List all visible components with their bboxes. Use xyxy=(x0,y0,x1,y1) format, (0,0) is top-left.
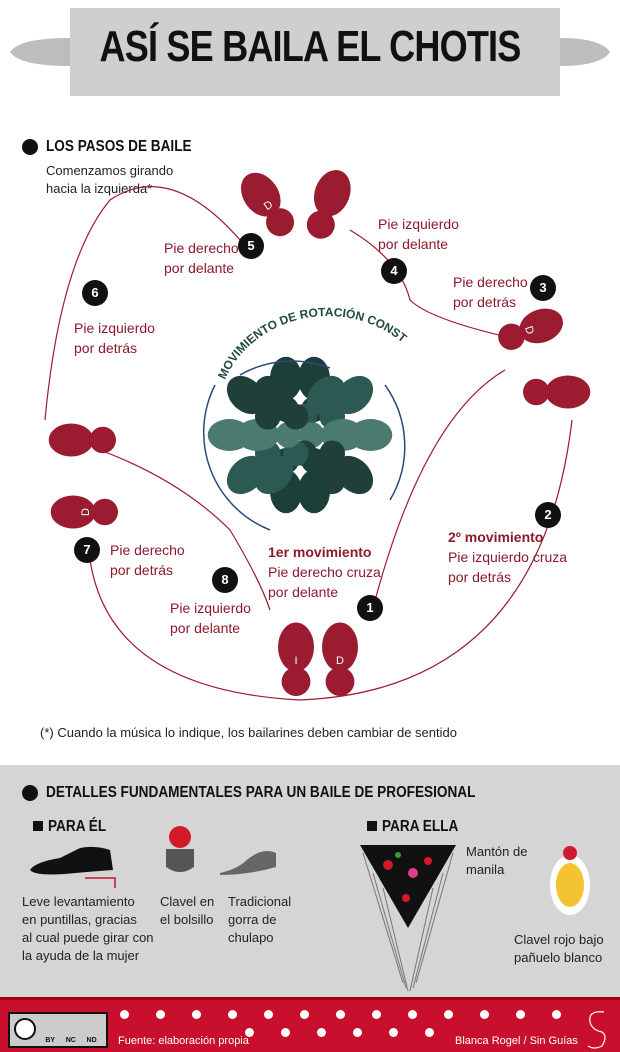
her-item-shawl: Mantón de manila xyxy=(466,844,528,877)
cc-icon xyxy=(14,1018,36,1040)
details-section: DETALLES FUNDAMENTALES PARA UN BAILE DE … xyxy=(0,765,620,997)
polka-dot xyxy=(300,1010,309,1019)
shoe-icon xyxy=(30,846,116,888)
step-5-label: Pie derecho por delante xyxy=(164,240,239,276)
step-number-2: 2 xyxy=(535,502,561,528)
polka-dot xyxy=(264,1010,273,1019)
polka-dot xyxy=(480,1010,489,1019)
rotation-arc xyxy=(202,384,271,531)
path-lines xyxy=(44,186,573,701)
step-7-label: Pie derecho por detrás xyxy=(110,542,185,578)
him-item-carnation: Clavel en el bolsillo xyxy=(160,894,215,927)
polka-dot xyxy=(353,1028,362,1037)
intro-text: Comenzamos girando hacia la izquierda* xyxy=(46,163,174,196)
polka-dot xyxy=(336,1010,345,1019)
polka-dot xyxy=(552,1010,561,1019)
step-6-label: Pie izquierdo por detrás xyxy=(74,320,155,356)
step-number-8: 8 xyxy=(212,567,238,593)
footprint xyxy=(48,423,116,457)
polka-dot xyxy=(389,1028,398,1037)
step-3-label: Pie derecho por detrás xyxy=(453,274,528,310)
rotation-footprints xyxy=(207,356,393,514)
svg-text:D: D xyxy=(80,508,92,516)
footprint: I xyxy=(278,622,314,696)
him-heading: PARA ÉL xyxy=(48,818,107,835)
polka-dot xyxy=(228,1010,237,1019)
svg-text:I: I xyxy=(294,655,297,667)
polka-dot xyxy=(156,1010,165,1019)
carnation-pocket-icon xyxy=(166,826,194,872)
license-nc: NC xyxy=(65,1037,76,1044)
sin-guias-logo xyxy=(587,1011,606,1049)
footprint: D xyxy=(498,308,563,350)
polka-dot xyxy=(192,1010,201,1019)
step-number-3: 3 xyxy=(530,275,556,301)
step-number-7: 7 xyxy=(74,537,100,563)
footprints: D D D I D xyxy=(48,170,591,696)
polka-dot xyxy=(372,1010,381,1019)
manton-shawl-icon xyxy=(360,845,456,992)
svg-text:D: D xyxy=(522,325,536,337)
step-number-1: 1 xyxy=(357,595,383,621)
footprint: D xyxy=(50,495,118,529)
footprint: D xyxy=(240,172,295,237)
woman-head-icon xyxy=(550,846,590,915)
license-by: BY xyxy=(45,1037,56,1044)
source-text: Fuente: elaboración propia xyxy=(118,1035,249,1047)
her-item-carnation: Clavel rojo bajo pañuelo blanco xyxy=(514,932,604,965)
cc-license-badge[interactable]: BY NC ND xyxy=(8,1012,108,1048)
steps-heading: LOS PASOS DE BAILE xyxy=(46,138,192,155)
footprint xyxy=(254,375,309,430)
details-heading: DETALLES FUNDAMENTALES PARA UN BAILE DE … xyxy=(46,784,476,801)
footprint xyxy=(523,375,591,409)
square-bullet-icon xyxy=(33,821,43,831)
step-number-5: 5 xyxy=(238,233,264,259)
footnote: (*) Cuando la música lo indique, los bai… xyxy=(40,725,457,740)
footprint xyxy=(306,170,351,239)
svg-text:D: D xyxy=(336,655,344,667)
footer: BY NC ND Fuente: elaboración propia Blan… xyxy=(0,997,620,1052)
polka-dot xyxy=(425,1028,434,1037)
page-title: ASÍ SE BAILA EL CHOTIS xyxy=(99,22,522,71)
polka-dot xyxy=(408,1010,417,1019)
step-4-label: Pie izquierdo por delante xyxy=(378,216,459,252)
step-number-6: 6 xyxy=(82,280,108,306)
polka-dot xyxy=(516,1010,525,1019)
author-text: Blanca Rogel / Sin Guías xyxy=(455,1035,578,1047)
him-item-cap: Tradicional gorra de chulapo xyxy=(228,894,292,945)
license-nd: ND xyxy=(86,1037,97,1044)
bullet-icon xyxy=(22,139,38,155)
bullet-icon xyxy=(22,785,38,801)
polka-dot xyxy=(444,1010,453,1019)
polka-dot xyxy=(245,1028,254,1037)
title-banner xyxy=(10,8,610,96)
polka-dot xyxy=(120,1010,129,1019)
polka-dot xyxy=(317,1028,326,1037)
footprint: D xyxy=(322,622,358,696)
step-8-label: Pie izquierdo por delante xyxy=(170,600,251,636)
her-heading: PARA ELLA xyxy=(382,818,459,835)
polka-dot xyxy=(281,1028,290,1037)
chulapo-cap-icon xyxy=(220,851,276,875)
step-number-4: 4 xyxy=(381,258,407,284)
him-item-shoe: Leve levantamiento en puntillas, gracias… xyxy=(22,894,154,963)
square-bullet-icon xyxy=(367,821,377,831)
